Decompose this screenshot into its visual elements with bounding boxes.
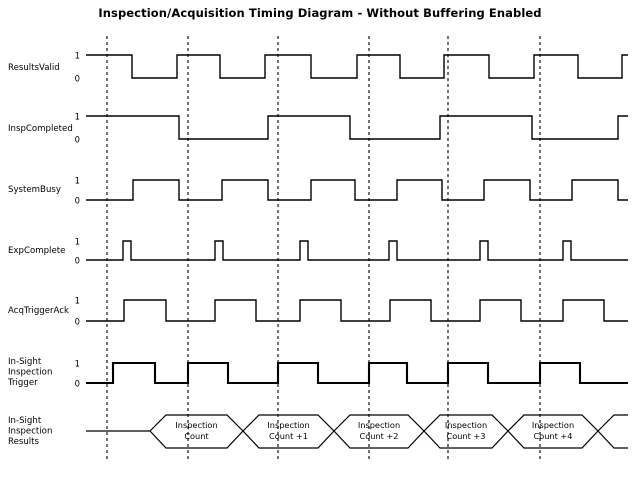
signal-name-line: Trigger	[7, 378, 38, 388]
signal-waveform	[86, 54, 628, 79]
signal-row-expcomplete: ExpComplete 1 0	[8, 237, 628, 266]
signal-waveform	[86, 240, 628, 261]
signal-row-resultsvalid: ResultsValid 1 0	[8, 51, 628, 84]
results-cell-line: Count +3	[447, 431, 486, 441]
results-cell-line: Inspection	[532, 420, 574, 430]
results-cell-bottom-edge	[423, 430, 509, 449]
signal-row-acqtriggerack: AcqTriggerAck 1 0	[8, 296, 628, 327]
level-high-label: 1	[75, 237, 80, 247]
signal-waveform	[86, 115, 628, 140]
page-title: Inspection/Acquisition Timing Diagram - …	[98, 6, 542, 20]
results-cell-top-edge	[423, 414, 509, 432]
signal-name-line: Inspection	[8, 368, 52, 378]
level-high-label: 1	[75, 296, 80, 306]
results-cell-line: Inspection	[358, 420, 400, 430]
results-cell-bottom-edge	[149, 430, 244, 449]
results-cell-line: Inspection	[175, 420, 217, 430]
level-low-label: 0	[75, 135, 80, 145]
signal-name-label: SystemBusy	[8, 185, 61, 195]
signal-name-label: AcqTriggerAck	[8, 306, 69, 316]
results-cell-bottom-edge	[333, 430, 425, 449]
signal-name-line: SystemBusy	[8, 185, 61, 195]
results-cell-top-edge	[507, 414, 599, 432]
results-cell-top-edge	[149, 414, 244, 432]
level-low-label: 0	[75, 317, 80, 327]
results-name-line: In-Sight	[8, 416, 42, 426]
signal-name-label: ResultsValid	[8, 63, 60, 73]
signal-name-line: AcqTriggerAck	[8, 306, 69, 316]
level-low-label: 0	[75, 256, 80, 266]
signal-waveform	[86, 299, 628, 322]
level-high-label: 1	[75, 176, 80, 186]
results-cell-bottom-edge	[507, 430, 599, 449]
signal-name-label: ExpComplete	[8, 246, 65, 256]
results-cell-line: Inspection	[267, 420, 309, 430]
level-high-label: 1	[75, 112, 80, 122]
level-low-label: 0	[75, 379, 80, 389]
signal-waveforms-group: ResultsValid10InspCompleted10SystemBusy1…	[7, 51, 628, 389]
signal-waveform	[86, 179, 628, 201]
results-cell-line: Count	[184, 431, 209, 441]
level-low-label: 0	[75, 74, 80, 84]
results-cell-bottom-edge	[242, 430, 335, 449]
signal-row-systembusy: SystemBusy 1 0	[8, 176, 628, 206]
results-cell-top-edge	[333, 414, 425, 432]
signal-name-line: In-Sight	[8, 357, 42, 367]
results-tail-bottom	[597, 430, 628, 449]
results-tail-top	[597, 414, 628, 432]
signal-waveform	[86, 361, 628, 385]
level-low-label: 0	[75, 196, 80, 206]
results-cell-line: Count +1	[269, 431, 308, 441]
results-cell-top-edge	[242, 414, 335, 432]
results-name-line: Results	[8, 437, 40, 447]
marker-lines-group	[106, 36, 541, 462]
signal-name-line: ResultsValid	[8, 63, 60, 73]
signal-name-line: ExpComplete	[8, 246, 65, 256]
results-cell-line: Inspection	[445, 420, 487, 430]
signal-name-label: InspCompleted	[8, 124, 73, 134]
results-name-line: Inspection	[8, 427, 52, 437]
level-high-label: 1	[75, 359, 80, 369]
signal-name-line: InspCompleted	[8, 124, 73, 134]
level-high-label: 1	[75, 51, 80, 61]
results-cell-line: Count +2	[360, 431, 399, 441]
results-cell-line: Count +4	[534, 431, 573, 441]
